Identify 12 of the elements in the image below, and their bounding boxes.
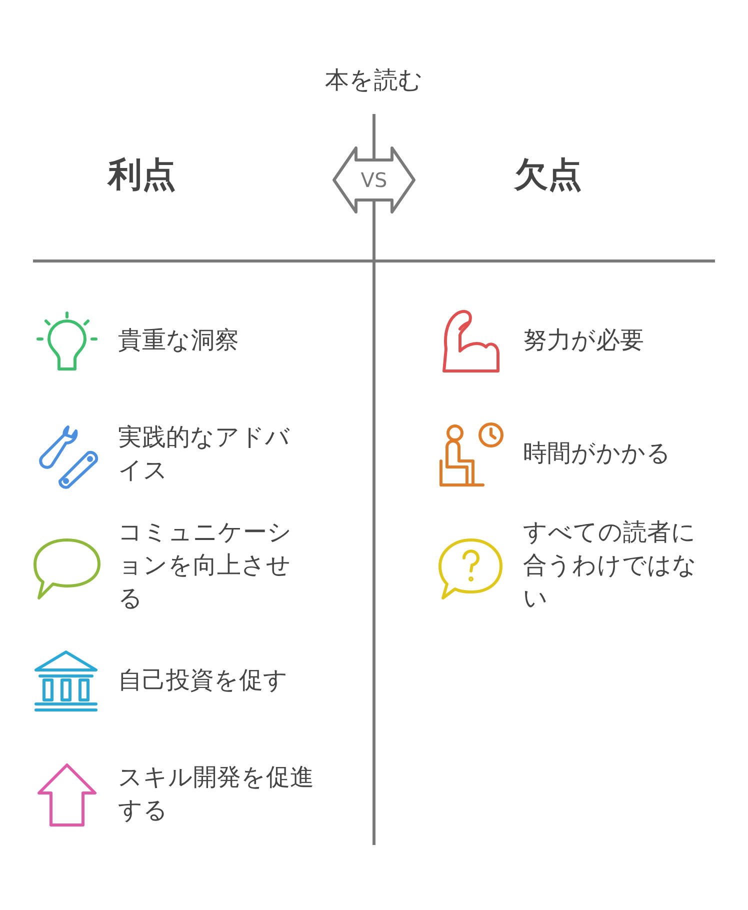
item-text: 貴重な洞察 <box>118 325 240 356</box>
item-text: 時間がかかる <box>523 438 672 469</box>
column-heading: 利点 <box>108 154 177 197</box>
item-text: 実践的なアドバイス <box>118 422 291 486</box>
title: 本を読む <box>324 65 424 96</box>
item-text: すべての読者に合うわけではない <box>523 517 698 614</box>
item-text: 自己投資を促す <box>118 665 289 696</box>
vs-double-arrow: VS <box>332 146 416 214</box>
item-text: 努力が必要 <box>523 325 645 356</box>
item-text: コミュニケーションを向上させる <box>118 517 293 614</box>
item-text: スキル開発を促進する <box>118 762 314 826</box>
column-heading: 欠点 <box>514 154 583 197</box>
